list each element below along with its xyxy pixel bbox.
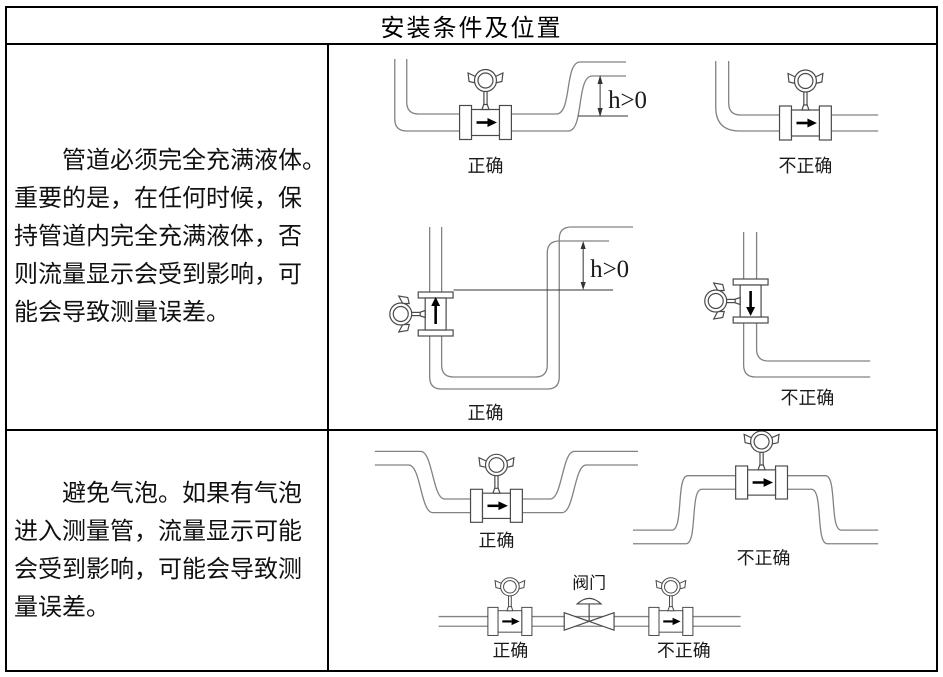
transmitter-head-icon — [655, 577, 687, 612]
pipe-outline — [632, 488, 879, 545]
row1-diagrams: h>0 正确 不正确 — [389, 59, 879, 423]
flow-meter-icon — [778, 104, 833, 142]
description-line: 重要的是，在任何时候，保 — [14, 186, 302, 212]
transmitter-head-icon — [494, 577, 526, 612]
flow-meter-icon — [458, 104, 513, 141]
description-line: 则流量显示会受到影响，可 — [14, 262, 302, 288]
diagram-label: 不正确 — [737, 548, 791, 568]
diagram-high-point-incorrect: 不正确 — [632, 431, 879, 568]
description-line: 会受到影响，可能会导致测 — [14, 556, 302, 583]
diagram-label: 不正确 — [779, 156, 833, 176]
row2-diagrams: 正确 不正确 — [374, 431, 879, 661]
pipe-outline — [394, 59, 627, 132]
row1-description-cell: 管道必须完全充满液体。 重要的是，在任何时候，保 持管道内完全充满液体，否 则流… — [7, 45, 329, 431]
diagram-label: 不正确 — [657, 641, 711, 661]
diagram-low-point-correct: 正确 — [374, 450, 638, 551]
pipe-outline — [374, 450, 638, 500]
flow-meter-icon — [486, 606, 534, 637]
height-annotation: h>0 — [608, 87, 647, 114]
row1-diagrams-cell: h>0 正确 不正确 — [329, 45, 936, 431]
row2-diagrams-cell: 正确 不正确 — [329, 431, 936, 670]
diagram-horizontal-incorrect: 不正确 — [715, 61, 879, 176]
page-title: 安装条件及位置 — [380, 16, 563, 42]
description-line: 能会导致测量误差。 — [14, 300, 230, 326]
row2-description-cell: 避免气泡。如果有气泡 进入测量管，流量显示可能 会受到影响，可能会导致测 量误差… — [7, 431, 329, 670]
pipe-outline — [440, 240, 610, 378]
table: 安装条件及位置 管道必须完全充满液体。 重要的是，在任何时候，保 持管道内完全充… — [5, 6, 938, 672]
diagram-label: 正确 — [468, 403, 504, 423]
transmitter-head-icon — [787, 69, 824, 111]
diagram-vertical-down-incorrect: 不正确 — [704, 232, 871, 408]
description-line: 管道必须完全充满液体。 — [62, 148, 326, 174]
diagram-valve-position: 阀门 正确 不正确 — [438, 574, 741, 661]
height-annotation: h>0 — [590, 256, 629, 283]
transmitter-head-icon — [478, 453, 515, 494]
description-line: 持管道内完全充满液体，否 — [14, 224, 302, 250]
flow-meter-icon — [469, 487, 524, 524]
table-body: 管道必须完全充满液体。 重要的是，在任何时候，保 持管道内完全充满液体，否 则流… — [7, 45, 936, 670]
diagram-label: 正确 — [492, 641, 528, 661]
table-header-row: 安装条件及位置 — [7, 8, 936, 45]
transmitter-head-icon — [743, 431, 780, 471]
flow-meter-icon — [647, 606, 695, 637]
pipe-outline — [742, 323, 871, 378]
transmitter-head-icon — [467, 68, 504, 111]
pipe-outline — [406, 59, 627, 115]
diagram-label: 正确 — [479, 531, 515, 551]
diagram-horizontal-correct: h>0 正确 — [394, 59, 647, 176]
flow-meter-icon — [734, 464, 789, 501]
description-line: 进入测量管，流量显示可能 — [14, 518, 302, 545]
diagram-vertical-up-correct: h>0 正确 — [389, 226, 633, 423]
valve-label: 阀门 — [572, 574, 606, 593]
flow-meter-icon — [704, 278, 769, 324]
pipe-outline — [755, 323, 871, 362]
pipe-outline — [715, 61, 879, 132]
valve-icon — [563, 597, 615, 631]
diagram-label: 正确 — [468, 156, 504, 176]
pipe-outline — [728, 61, 879, 116]
description-line: 量误差。 — [14, 594, 110, 621]
diagram-label: 不正确 — [781, 388, 835, 408]
description-line: 避免气泡。如果有气泡 — [62, 480, 302, 507]
pipe-outline — [429, 226, 633, 390]
flow-meter-icon — [389, 291, 454, 337]
